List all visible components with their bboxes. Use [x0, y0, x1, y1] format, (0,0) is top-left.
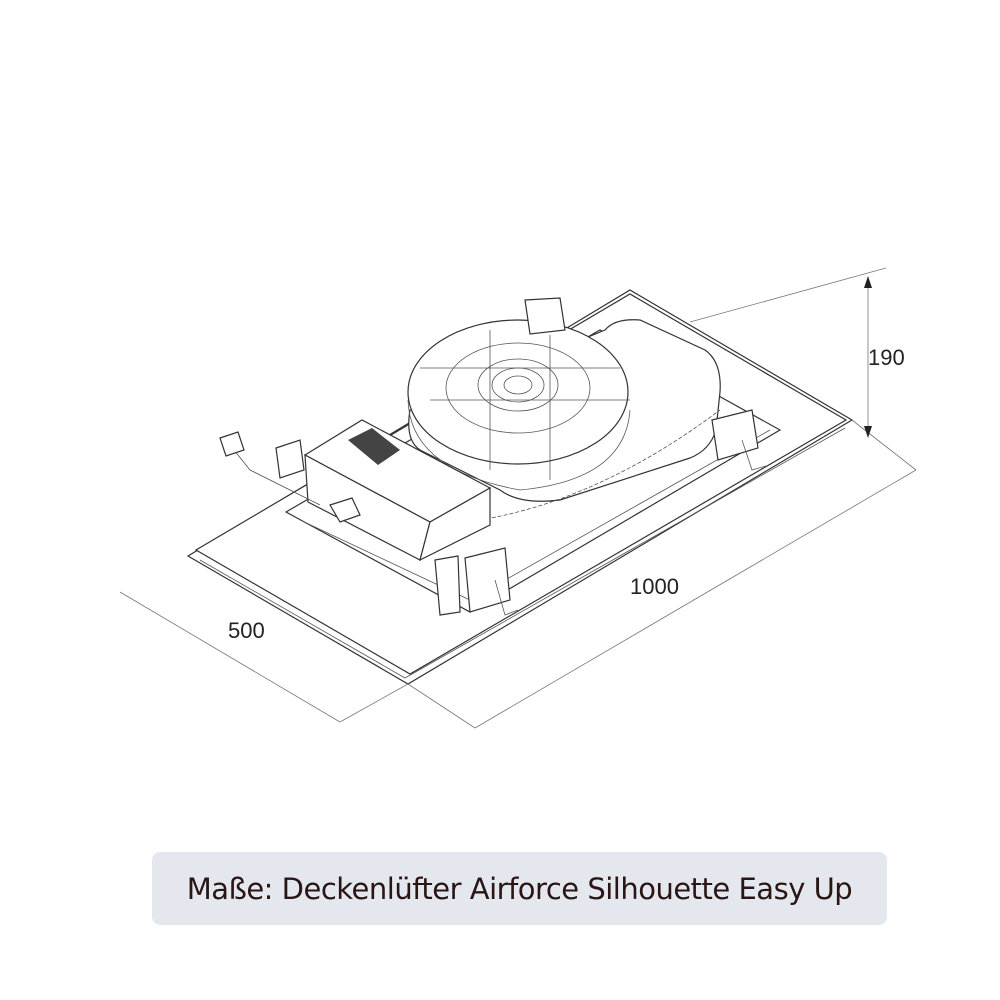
length-dimension-label: 1000 [630, 574, 679, 599]
mounting-brackets [434, 409, 767, 616]
power-cable [219, 431, 321, 506]
height-dimension-label: 190 [868, 345, 905, 370]
caption-text: Maße: Deckenlüfter Airforce Silhouette E… [186, 871, 853, 906]
dimension-lines [119, 267, 917, 729]
caption-banner: Maße: Deckenlüfter Airforce Silhouette E… [152, 852, 887, 925]
control-box [303, 419, 492, 562]
motor-connector [524, 297, 566, 335]
width-dimension-label: 500 [228, 618, 265, 643]
fan-housing [407, 319, 721, 521]
vent-grille [348, 428, 400, 465]
